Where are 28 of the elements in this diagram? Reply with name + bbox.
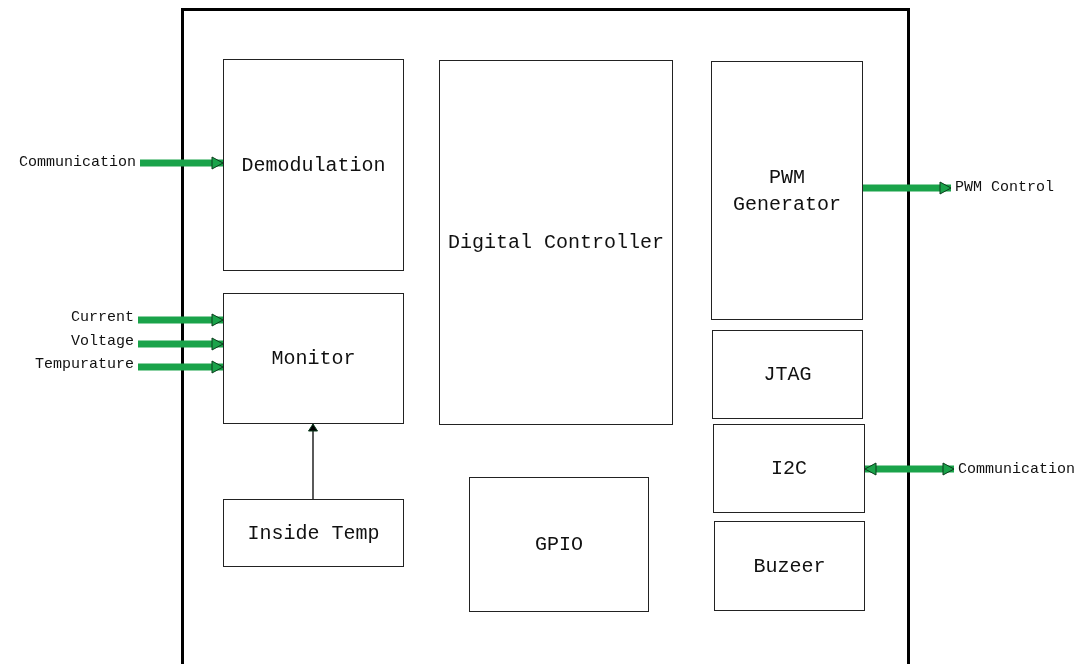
signal-label: Communication	[4, 153, 136, 173]
module-box	[469, 477, 649, 612]
signal-label: Tempurature	[10, 355, 134, 375]
arrow	[863, 181, 952, 195]
module-label: Monitor	[270, 346, 357, 372]
signal-label: Current	[30, 308, 134, 328]
module-label: Buzeer	[752, 553, 827, 580]
module-box	[223, 499, 404, 567]
module-label: PWM Generator	[732, 164, 842, 218]
arrow	[864, 462, 955, 476]
module-label: I2C	[770, 456, 808, 482]
module-box	[439, 60, 673, 425]
chip-outline	[181, 8, 910, 664]
arrow	[308, 423, 318, 500]
module-label: GPIO	[534, 532, 584, 558]
module-label: Demodulation	[240, 152, 387, 179]
module-box	[223, 293, 404, 424]
module-box	[712, 330, 863, 419]
module-label: JTAG	[762, 362, 813, 388]
signal-label: Voltage	[30, 332, 134, 352]
signal-label: PWM Control	[955, 178, 1075, 198]
module-box	[711, 61, 863, 320]
module-box	[223, 59, 404, 271]
module-label: Inside Temp	[246, 520, 381, 547]
module-box	[714, 521, 865, 611]
signal-label: Communication	[958, 460, 1082, 480]
module-label: Digital Controller	[446, 230, 665, 256]
module-box	[713, 424, 865, 513]
